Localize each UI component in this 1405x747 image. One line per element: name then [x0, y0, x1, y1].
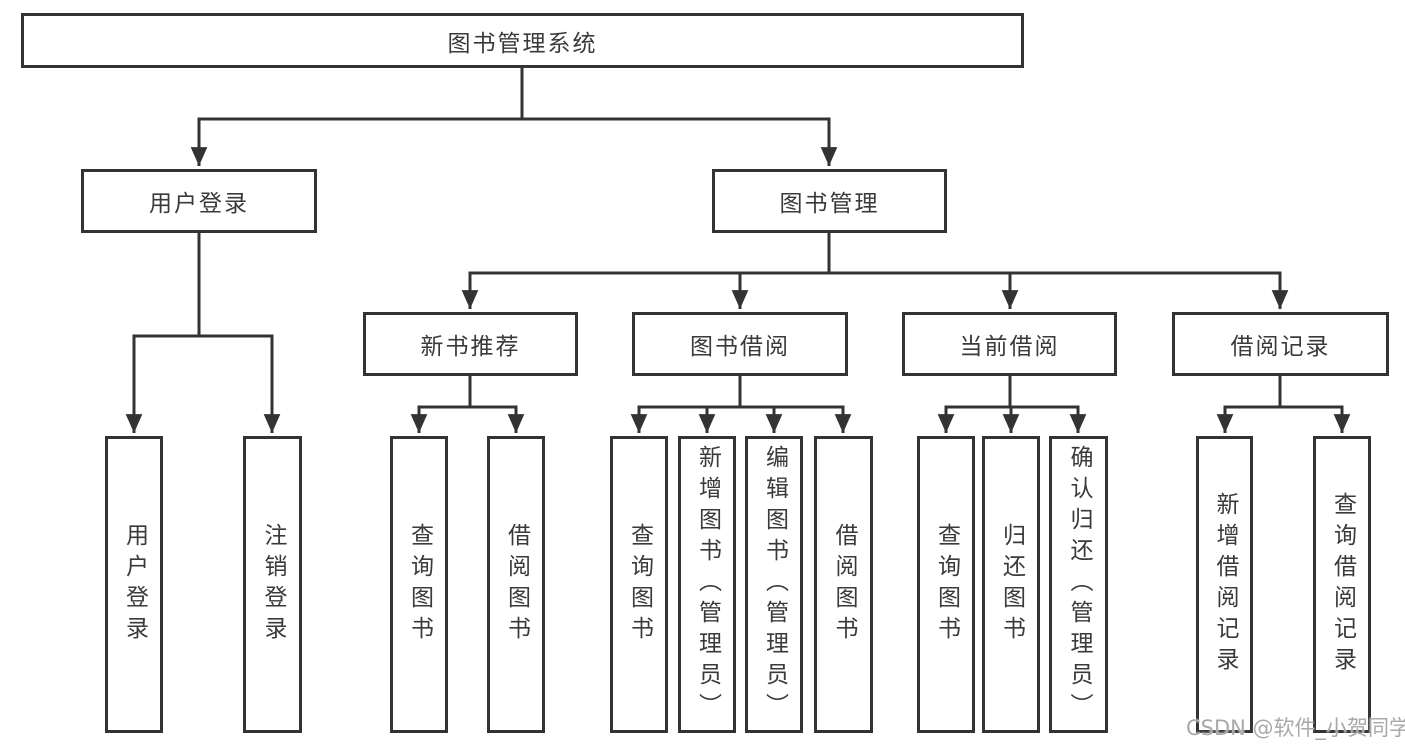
- node-user-login: 用户登录: [81, 169, 317, 233]
- leaf-edit-book-admin-label: 编辑图书（管理员）: [761, 445, 788, 724]
- leaf-borrow-book-label: 借阅图书: [831, 522, 857, 647]
- leaf-add-borrow-record-label: 新增借阅记录: [1212, 491, 1238, 678]
- leaf-user-login: 用户登录: [105, 436, 163, 733]
- leaf-logout-label: 注销登录: [260, 522, 286, 647]
- leaf-logout: 注销登录: [243, 436, 302, 733]
- leaf-query-book-borrow-label: 查询图书: [626, 522, 653, 647]
- leaf-add-book-admin: 新增图书（管理员）: [678, 436, 736, 733]
- leaf-query-book-borrow: 查询图书: [610, 436, 668, 733]
- node-book-management: 图书管理: [712, 169, 947, 233]
- node-current-borrow-label: 当前借阅: [959, 334, 1060, 360]
- node-root-system: 图书管理系统: [21, 13, 1024, 68]
- leaf-query-book-recommend: 查询图书: [390, 436, 448, 733]
- leaf-return-book: 归还图书: [982, 436, 1040, 733]
- leaf-add-book-admin-label: 新增图书（管理员）: [694, 445, 721, 724]
- leaf-return-book-label: 归还图书: [998, 522, 1025, 647]
- node-book-management-label: 图书管理: [779, 191, 880, 217]
- leaf-add-borrow-record: 新增借阅记录: [1196, 436, 1253, 733]
- leaf-confirm-return-admin: 确认归还（管理员）: [1049, 436, 1108, 733]
- node-book-borrow-label: 图书借阅: [690, 334, 790, 360]
- csdn-watermark: CSDN @软件_小贺同学: [1186, 716, 1405, 740]
- leaf-user-login-label: 用户登录: [121, 522, 148, 647]
- leaf-query-book-recommend-label: 查询图书: [406, 522, 433, 647]
- node-borrow-records-label: 借阅记录: [1230, 334, 1331, 360]
- leaf-query-borrow-record: 查询借阅记录: [1313, 436, 1371, 733]
- leaf-borrow-book: 借阅图书: [814, 436, 873, 733]
- node-borrow-records: 借阅记录: [1172, 312, 1389, 376]
- node-new-book-recommend-label: 新书推荐: [420, 334, 521, 360]
- leaf-borrow-book-recommend-label: 借阅图书: [503, 522, 530, 647]
- leaf-query-book-current: 查询图书: [917, 436, 975, 733]
- node-current-borrow: 当前借阅: [902, 312, 1117, 376]
- node-root-label: 图书管理系统: [447, 30, 598, 57]
- node-user-login-label: 用户登录: [149, 191, 249, 217]
- leaf-edit-book-admin: 编辑图书（管理员）: [745, 436, 803, 733]
- leaf-query-borrow-record-label: 查询借阅记录: [1329, 491, 1356, 678]
- node-book-borrow: 图书借阅: [632, 312, 848, 376]
- leaf-borrow-book-recommend: 借阅图书: [487, 436, 545, 733]
- leaf-confirm-return-admin-label: 确认归还（管理员）: [1066, 445, 1092, 724]
- node-new-book-recommend: 新书推荐: [363, 312, 578, 376]
- leaf-query-book-current-label: 查询图书: [933, 522, 960, 647]
